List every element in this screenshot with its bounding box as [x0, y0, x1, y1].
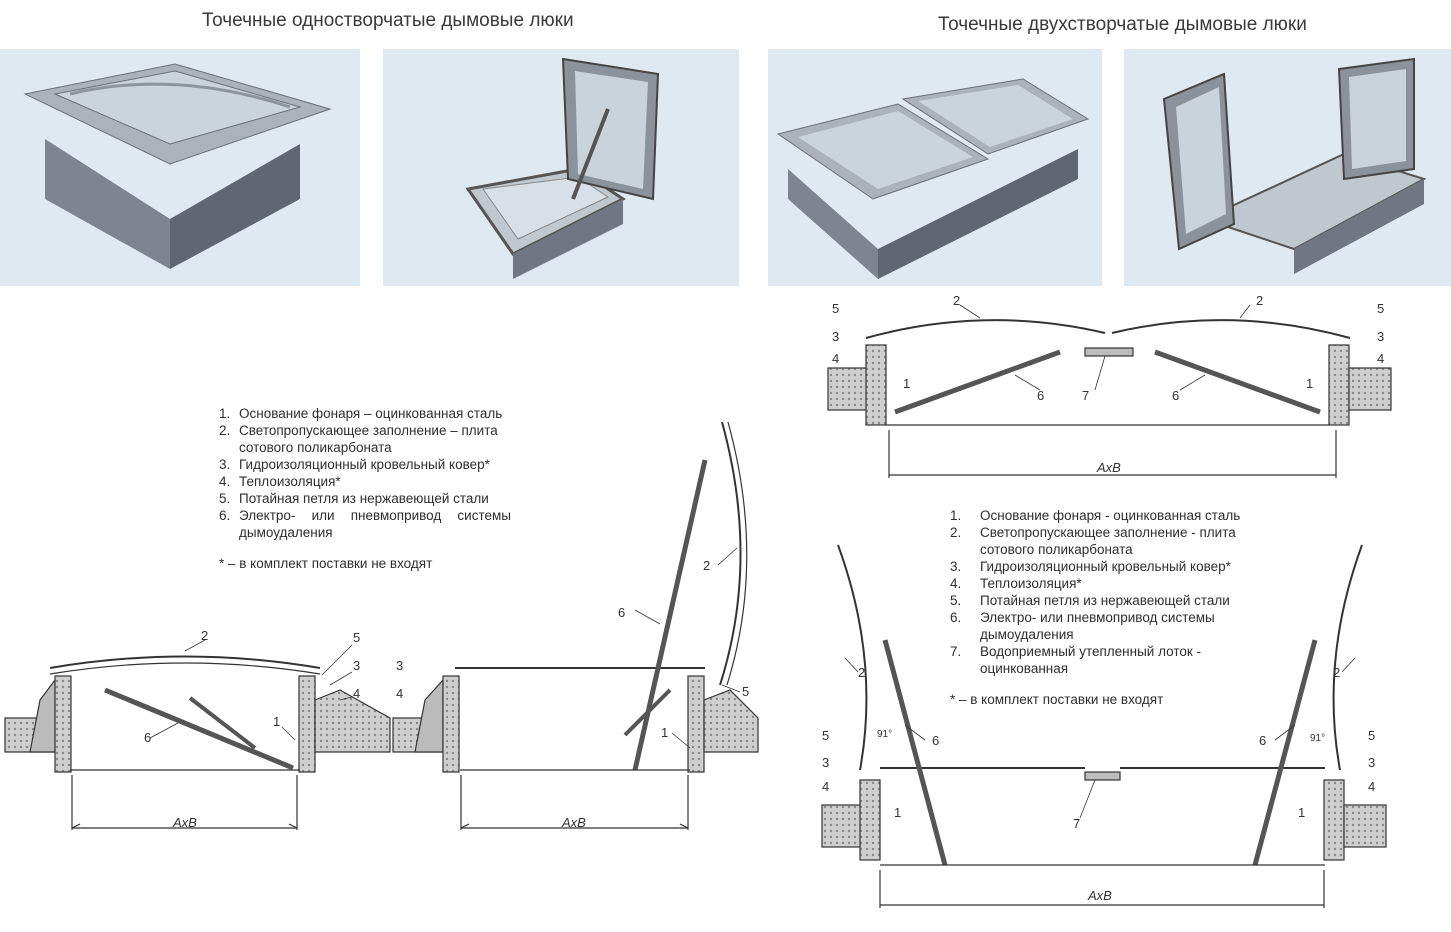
legend-item: 1.Основание фонаря – оцинкованная сталь: [219, 406, 503, 421]
legend-item: 3.Гидроизоляционный кровельный ковер*: [950, 559, 1231, 574]
callout-6: 6: [1037, 388, 1044, 403]
callout-7: 7: [1073, 816, 1080, 831]
callout-6: 6: [144, 730, 151, 745]
callout-2: 2: [953, 293, 960, 308]
callout-1: 1: [1298, 805, 1305, 820]
callout-4: 4: [832, 351, 839, 366]
callout-4: 4: [822, 779, 829, 794]
callout-5: 5: [1377, 301, 1384, 316]
legend-item: 6.Электро- или пневмопривод системы дымо…: [219, 508, 511, 540]
callout-6: 6: [1259, 733, 1266, 748]
callout-1: 1: [894, 805, 901, 820]
dimension-label: AxB: [1096, 460, 1121, 475]
legend-item: 1.Основание фонаря - оцинкованная сталь: [950, 508, 1241, 523]
callout-6: 6: [618, 605, 625, 620]
callout-2: 2: [1256, 293, 1263, 308]
photo-single-closed: [0, 49, 360, 286]
callout-4: 4: [1377, 351, 1384, 366]
legend-item: 5.Потайная петля из нержавеющей стали: [950, 593, 1230, 608]
callout-2: 2: [1333, 665, 1340, 680]
legend-item: 6.Электро- или пневмопривод системы дымо…: [950, 610, 1215, 642]
angle-label: 91°: [877, 729, 892, 740]
legend-item: 2.Светопропускающее заполнение – плита с…: [219, 423, 498, 455]
callout-1: 1: [1306, 376, 1313, 391]
callout-4: 4: [1368, 779, 1375, 794]
title-single-leaf: Точечные одностворчатые дымовые люки: [202, 10, 574, 31]
legend-item: 3.Гидроизоляционный кровельный ковер*: [219, 457, 490, 472]
callout-1: 1: [903, 376, 910, 391]
callout-6: 6: [932, 733, 939, 748]
callout-1: 1: [661, 725, 668, 740]
legend-note: * – в комплект поставки не входят: [219, 556, 433, 571]
angle-label: 91°: [1310, 733, 1325, 744]
legend-item: 5.Потайная петля из нержавеющей стали: [219, 491, 489, 506]
callout-2: 2: [858, 665, 865, 680]
dimension-label: AxB: [561, 815, 586, 830]
legend-single: 1.Основание фонаря – оцинкованная сталь …: [219, 405, 511, 572]
callout-5: 5: [742, 684, 749, 699]
legend-item: 7.Водоприемный утепленный лоток - оцинко…: [950, 644, 1202, 676]
photo-double-closed: [768, 49, 1102, 286]
callout-3: 3: [832, 329, 839, 344]
drawing-single-open: [392, 421, 759, 830]
legend-double: 1.Основание фонаря - оцинкованная сталь …: [950, 507, 1262, 708]
drawing-single-closed: [4, 639, 391, 830]
drawing-double-open: [821, 544, 1387, 908]
legend-item: 4.Теплоизоляция*: [950, 576, 1082, 591]
callout-3: 3: [1377, 329, 1384, 344]
callout-3: 3: [1368, 755, 1375, 770]
callout-3: 3: [353, 658, 360, 673]
callout-5: 5: [1368, 728, 1375, 743]
callout-5: 5: [822, 728, 829, 743]
legend-item: 4.Теплоизоляция*: [219, 474, 341, 489]
callout-4: 4: [353, 686, 360, 701]
callout-2: 2: [703, 558, 710, 573]
callout-4: 4: [396, 686, 403, 701]
callout-5: 5: [832, 301, 839, 316]
legend-note: * – в комплект поставки не входят: [950, 692, 1164, 707]
drawing-double-closed: [827, 304, 1392, 478]
photo-double-open: [1124, 49, 1451, 286]
callout-3: 3: [822, 755, 829, 770]
dimension-label: AxB: [172, 815, 197, 830]
title-double-leaf: Точечные двухстворчатые дымовые люки: [938, 14, 1307, 35]
callout-5: 5: [353, 630, 360, 645]
callout-3: 3: [396, 658, 403, 673]
callout-7: 7: [1082, 388, 1089, 403]
photo-single-open: [383, 49, 739, 286]
dimension-label: AxB: [1087, 888, 1112, 903]
callout-1: 1: [273, 714, 280, 729]
legend-item: 2.Светопропускающее заполнение - плита с…: [950, 525, 1236, 557]
callout-2: 2: [201, 628, 208, 643]
callout-6: 6: [1172, 388, 1179, 403]
